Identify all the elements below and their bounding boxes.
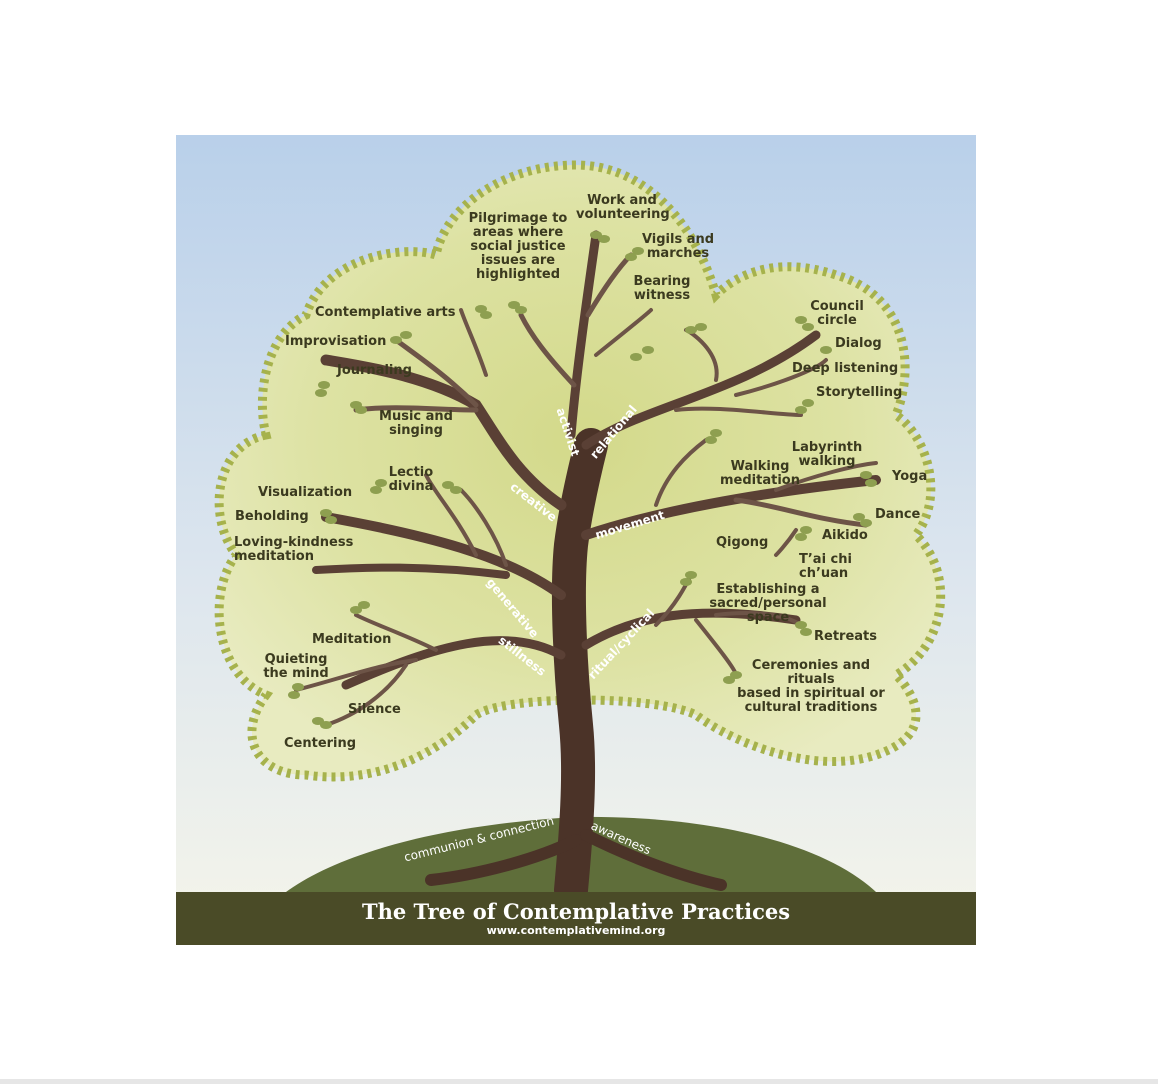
label-vigils-marches: Vigils and marches — [641, 232, 715, 261]
label-visualization: Visualization — [258, 485, 353, 500]
label-storytelling: Storytelling — [816, 385, 903, 400]
label-deep-listening: Deep listening — [792, 361, 899, 376]
label-meditation: Meditation — [312, 632, 392, 647]
label-contemplative-arts: Contemplative arts — [315, 305, 456, 320]
label-centering: Centering — [284, 736, 357, 751]
label-retreats: Retreats — [814, 629, 877, 644]
label-ceremonies-rituals: Ceremonies and rituals based in spiritua… — [737, 658, 885, 715]
tree-poster: activist relational creative movement ge… — [176, 135, 976, 945]
label-bearing-witness: Bearing witness — [633, 274, 691, 303]
title-bar: The Tree of Contemplative Practices www.… — [176, 892, 976, 945]
label-quieting-mind: Quieting the mind — [263, 652, 329, 681]
tree-illustration — [176, 135, 976, 945]
label-loving-kindness: Loving-kindness meditation — [234, 535, 354, 564]
label-dialog: Dialog — [835, 336, 882, 351]
leaf-clusters — [288, 231, 877, 729]
label-qigong: Qigong — [716, 535, 769, 550]
label-aikido: Aikido — [822, 528, 868, 543]
label-lectio-divina: Lectio divina — [388, 465, 434, 494]
label-music-singing: Music and singing — [379, 409, 453, 438]
label-work-volunteering: Work and volunteering — [576, 193, 670, 222]
label-council-circle: Council circle — [810, 299, 864, 328]
label-taichi: T’ai chi ch’uan — [799, 552, 852, 581]
label-walking-meditation: Walking meditation — [720, 459, 800, 488]
label-labyrinth-walking: Labyrinth walking — [791, 440, 863, 469]
label-dance: Dance — [875, 507, 921, 522]
label-establishing-space: Establishing a sacred/personal space — [709, 582, 827, 625]
label-journaling: Journaling — [337, 363, 412, 378]
label-improvisation: Improvisation — [285, 334, 387, 349]
bottom-divider — [0, 1079, 1158, 1084]
website-link[interactable]: www.contemplativemind.org — [486, 924, 666, 937]
label-yoga: Yoga — [892, 469, 928, 484]
label-pilgrimage: Pilgrimage to areas where social justice… — [468, 211, 568, 282]
label-silence: Silence — [348, 702, 401, 717]
label-beholding: Beholding — [235, 509, 309, 524]
poster-title: The Tree of Contemplative Practices — [361, 899, 791, 924]
